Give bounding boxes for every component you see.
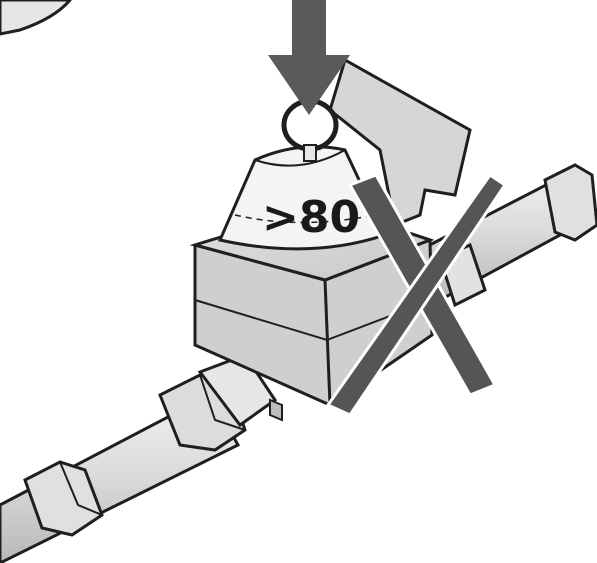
weight-label: >80 [262, 192, 360, 243]
partial-element-top-left [0, 0, 70, 34]
pipe-left [0, 355, 275, 563]
